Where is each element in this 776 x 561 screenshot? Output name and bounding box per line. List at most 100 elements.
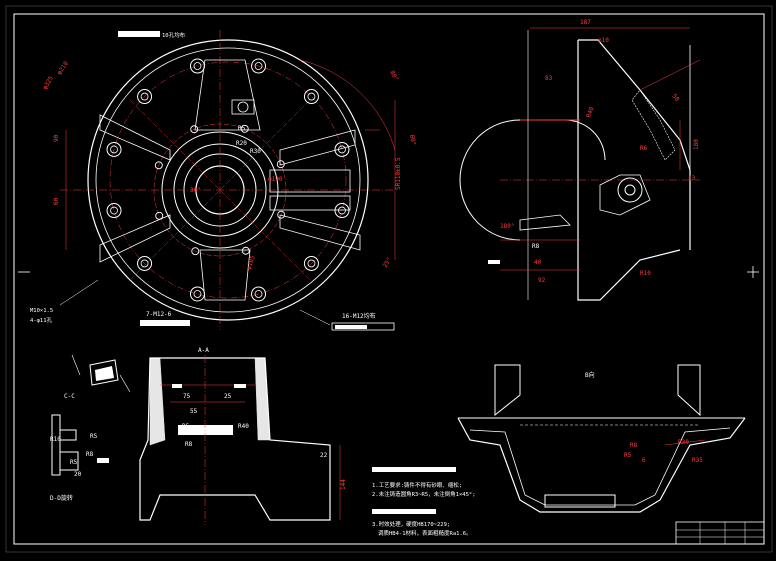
- bolt-hole: [251, 286, 267, 302]
- dim-r5a: R5: [238, 125, 246, 132]
- holes-note: 4-φ11孔: [30, 316, 53, 324]
- a-tag-2: [234, 384, 246, 388]
- notes-title-bar: [372, 467, 456, 472]
- b-view: B向 R8 R5 R30 R35 6: [457, 364, 746, 513]
- c-leader-1: [71, 354, 81, 376]
- c-profile: [89, 359, 119, 386]
- sheet-border: [13, 13, 765, 545]
- bolt-hole-inner: [193, 62, 202, 70]
- a-section: A-A 75 25 55 R5 R8 R40 22 144: [139, 347, 347, 525]
- boss-right: [269, 169, 351, 193]
- side-hole: [617, 177, 643, 203]
- a-22: 22: [320, 452, 328, 459]
- dim-180deg: 180°: [500, 223, 514, 230]
- dim-sr: SR110±0.5: [395, 157, 402, 190]
- bolt-hole-inner: [338, 206, 346, 215]
- b-r5: R5: [624, 452, 632, 459]
- tag2: 7-M12-6: [146, 311, 172, 318]
- b-dim-line: [664, 439, 706, 446]
- d-20: 20: [74, 471, 82, 478]
- dim-r20: R20: [236, 140, 247, 147]
- note-line-2: 2.未注铸造圆角R3~R5，未注倒角1×45°;: [372, 490, 476, 498]
- holes-label: M10×1.5: [30, 308, 53, 314]
- side-bore-left: [459, 119, 521, 241]
- rib-top: [194, 59, 261, 131]
- flange-outline: [87, 39, 369, 321]
- leader-50: [639, 59, 701, 91]
- a-r40: R40: [238, 423, 249, 430]
- a-55: 55: [190, 408, 198, 415]
- leader-tag3: [299, 309, 331, 326]
- a-r5: R5: [182, 423, 190, 430]
- bolt-hole-inner: [110, 206, 118, 215]
- tag3-box: [331, 322, 395, 331]
- hub-hole: [276, 160, 285, 169]
- b-r8: R8: [630, 442, 638, 449]
- dim-40: 40: [534, 259, 542, 266]
- bolt-hole: [251, 58, 267, 74]
- bolt-hole-inner: [254, 290, 263, 298]
- hub-holes: [154, 124, 286, 256]
- dim-50: 50: [670, 93, 680, 103]
- dim-187: 187: [580, 19, 591, 26]
- bolt-holes: [106, 58, 350, 302]
- hub-hole: [240, 124, 249, 133]
- dim-92: 92: [538, 277, 546, 284]
- dim-90: 90: [53, 134, 60, 142]
- d-flange-1: [60, 429, 77, 441]
- bolt-hole: [334, 141, 350, 157]
- dim-phi210: φ210: [56, 60, 70, 76]
- bolt-hole-inner: [193, 290, 202, 298]
- d-flange-2: [60, 451, 79, 471]
- boss-top: [231, 99, 255, 115]
- d-r5b: R5: [70, 459, 78, 466]
- angle-arc: [299, 59, 396, 151]
- tag2-box: [140, 320, 190, 326]
- notes-sub-bar: [372, 509, 436, 514]
- c-label: C-C: [64, 393, 75, 400]
- a-hatch-band: [178, 425, 233, 435]
- tag3-fill: [335, 325, 367, 329]
- flange-inner: [95, 47, 361, 313]
- outer-border: [5, 5, 773, 553]
- d-r10: R10: [50, 436, 61, 443]
- dim-phi190: φ190: [268, 176, 283, 183]
- b-r30: R30: [678, 439, 689, 446]
- b-base-slot: [544, 494, 616, 508]
- boss-top-hole: [237, 101, 249, 113]
- dim-r6: R6: [640, 145, 648, 152]
- hub-hole: [241, 246, 250, 255]
- bolt-hole: [334, 203, 350, 219]
- bolt-hole: [303, 89, 319, 105]
- bolt-hole: [106, 203, 122, 219]
- dim-phi10: φ10: [598, 37, 609, 44]
- bolt-hole: [303, 255, 319, 271]
- d-label: D-D旋转: [50, 494, 73, 502]
- dim-80b: 80°: [408, 134, 417, 146]
- rib-left-lower: [99, 214, 171, 263]
- side-view: [459, 27, 701, 301]
- c-leader-2: [119, 374, 131, 393]
- a-144: 144: [340, 479, 347, 490]
- bolt-hole: [189, 58, 205, 74]
- bolt-hole-inner: [307, 259, 316, 268]
- dim-180: 180: [693, 139, 700, 150]
- tag3: 16-M12均布: [342, 312, 376, 320]
- hub-hole: [154, 161, 163, 170]
- a-tag-1: [172, 384, 182, 388]
- bolt-hole: [137, 255, 153, 271]
- tag1-box: [118, 31, 160, 37]
- a-wall-left: [149, 357, 166, 446]
- tech-notes: 1.工艺要求:铸件不得有砂眼、缩松; 2.未注铸造圆角R3~R5，未注倒角1×4…: [372, 467, 476, 537]
- d-tag: [97, 458, 109, 463]
- title-block: [675, 521, 765, 545]
- a-wall-right: [254, 357, 271, 441]
- bolt-hole: [189, 286, 205, 302]
- rib-left-upper: [99, 114, 171, 161]
- diag-centerline-2: [129, 99, 311, 281]
- rib-right-upper: [279, 129, 356, 166]
- bolt-hole-inner: [338, 145, 346, 154]
- a-outline: [139, 357, 331, 521]
- front-view: [60, 30, 395, 330]
